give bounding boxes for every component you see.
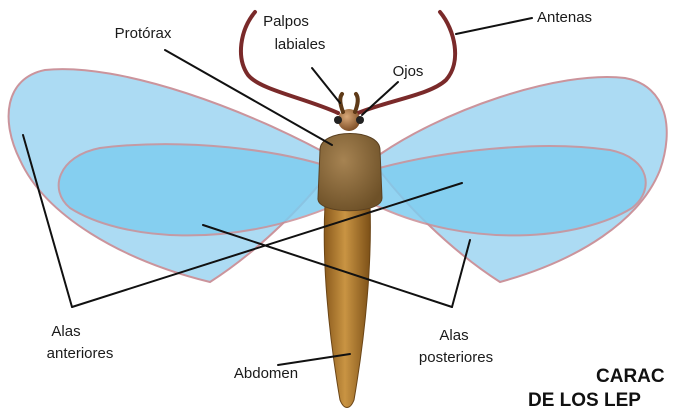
heading-line2: DE LOS LEP (528, 390, 641, 408)
label-alas-anteriores-line2: anteriores (47, 345, 114, 362)
leader-ojos (362, 82, 398, 115)
leader-antenas (456, 18, 532, 34)
label-antenas: Antenas (537, 9, 592, 26)
label-ojos: Ojos (393, 63, 424, 80)
right-eye (356, 116, 364, 124)
label-palpos-labiales-line2: labiales (275, 36, 326, 53)
leader-palpos (312, 68, 340, 103)
abdomen (324, 205, 370, 408)
thorax (318, 134, 382, 211)
label-alas-anteriores-line1: Alas (51, 323, 80, 340)
label-alas-posteriores-line2: posteriores (419, 349, 493, 366)
label-protorax: Protórax (115, 25, 172, 42)
label-abdomen: Abdomen (234, 365, 298, 382)
right-labial-palp (355, 94, 358, 112)
label-alas-posteriores-line1: Alas (439, 327, 468, 344)
left-eye (334, 116, 342, 124)
heading-line1: CARAC (596, 366, 665, 387)
label-palpos-labiales-line1: Palpos (263, 13, 309, 30)
